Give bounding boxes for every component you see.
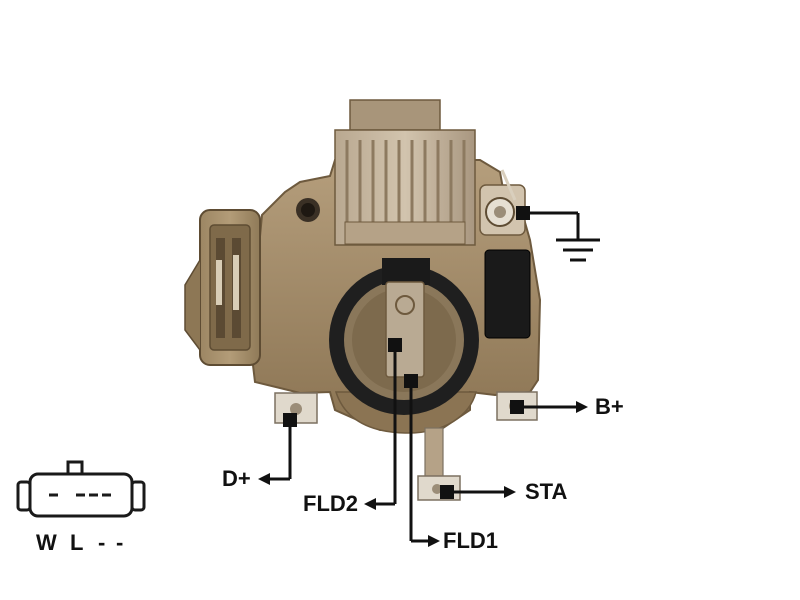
marker-b-plus: [510, 400, 524, 414]
label-sta: STA: [525, 479, 568, 504]
marker-sta: [440, 485, 454, 499]
marker-fld1: [404, 374, 418, 388]
arrow-fld1: [428, 535, 440, 547]
regulator-capacitor-block: [484, 249, 531, 339]
arrow-b-plus: [576, 401, 588, 413]
regulator-photo: [184, 99, 542, 501]
ground-terminal-marker: [516, 206, 530, 220]
leader-arrowheads: [258, 401, 588, 547]
regulator-plug-housing: [184, 209, 261, 366]
arrow-d-plus: [258, 473, 270, 485]
pin-label-1: W: [36, 530, 58, 555]
label-fld2: FLD2: [303, 491, 358, 516]
terminal-markers: [283, 338, 524, 499]
marker-d-plus: [283, 413, 297, 427]
regulator-heatsink: [334, 99, 476, 246]
label-b-plus: B+: [595, 394, 624, 419]
label-fld1: FLD1: [443, 528, 498, 553]
pin-label-4: -: [116, 530, 125, 555]
pin-label-2: L: [70, 530, 85, 555]
label-d-plus: D+: [222, 466, 251, 491]
leader-lines: [268, 352, 578, 543]
arrow-fld2: [364, 498, 376, 510]
ground-symbol-icon: [524, 211, 600, 262]
pin-label-3: -: [98, 530, 107, 555]
marker-fld2: [388, 338, 402, 352]
arrow-sta: [504, 486, 516, 498]
connector-plug-icon: [16, 460, 146, 518]
brush-holder-ring: [329, 258, 479, 415]
